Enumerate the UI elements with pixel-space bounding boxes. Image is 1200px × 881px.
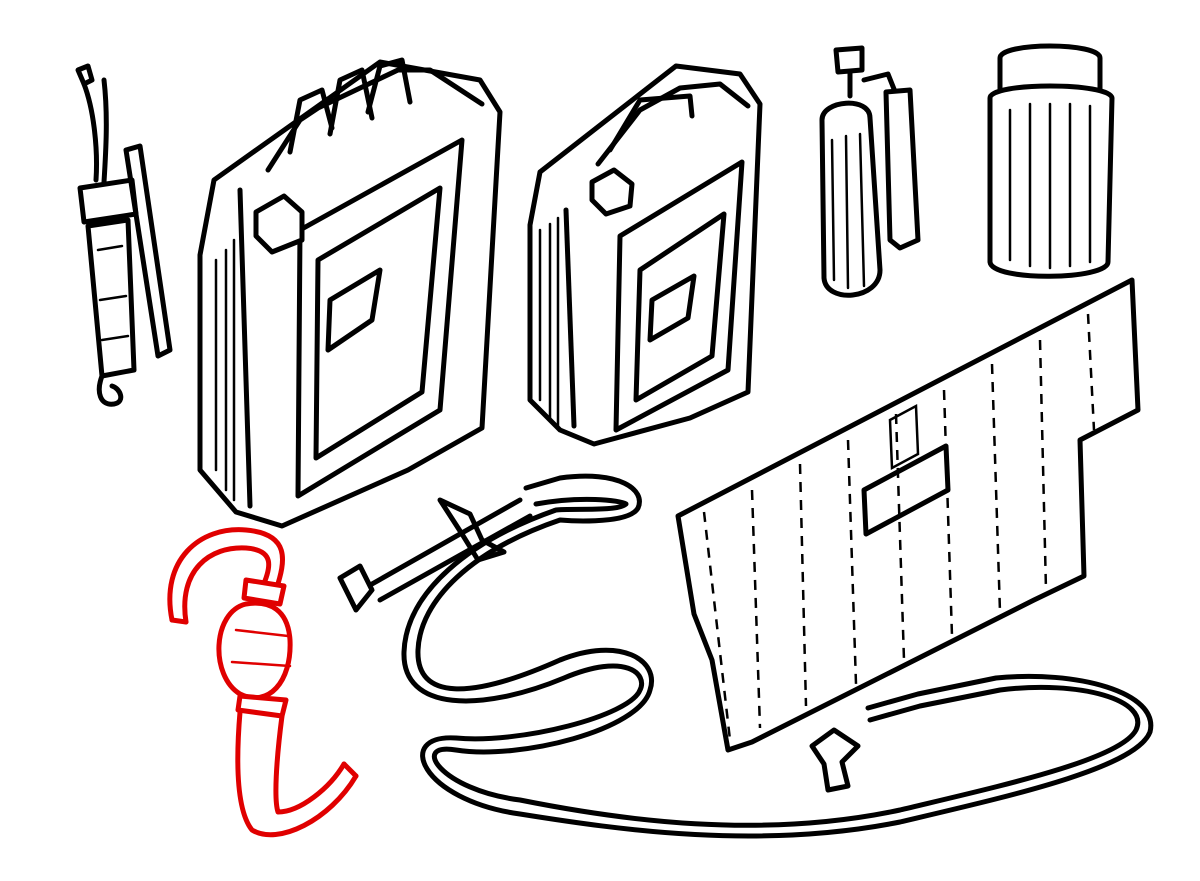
small-jerrycan-icon (527, 63, 763, 447)
siphon-pump-icon (167, 527, 359, 838)
fire-extinguisher-icon (819, 45, 921, 298)
tool-roll-panel-icon (675, 277, 1141, 753)
grease-gun-icon (75, 63, 173, 407)
canister-jar-icon (987, 43, 1115, 279)
large-jerrycan-icon (197, 57, 503, 529)
hose-with-tap-icon (337, 473, 1154, 839)
